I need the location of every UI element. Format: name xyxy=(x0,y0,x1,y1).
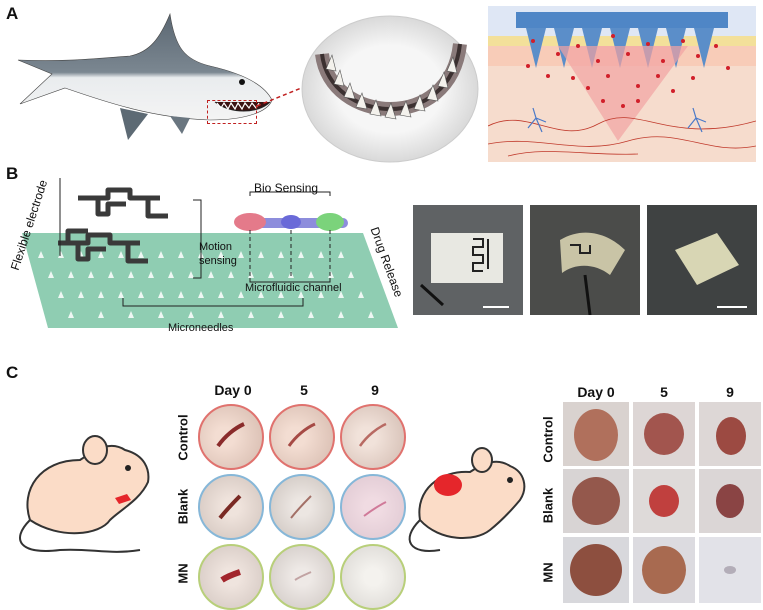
panel-c-label: C xyxy=(6,363,19,382)
panel-b-label: B xyxy=(6,164,19,183)
shark-illustration xyxy=(17,12,273,140)
bio-sensing-label: Bio Sensing xyxy=(254,181,319,195)
back-wound-mn-day9 xyxy=(699,537,761,603)
wound-photo-mn-day0 xyxy=(198,544,264,610)
wound-photo-blank-day9 xyxy=(340,474,406,540)
left-grid-row-mn: MN xyxy=(175,563,191,584)
back-wound-blank-day0 xyxy=(563,469,629,533)
back-wound-blank-day9 xyxy=(699,469,761,533)
right-grid-row-control: Control xyxy=(540,416,556,463)
wound-photo-blank-day0 xyxy=(198,474,264,540)
back-wound-mn-day5 xyxy=(633,537,695,603)
mouse-illustration-back-wound xyxy=(408,447,526,552)
right-grid-day9-header: 9 xyxy=(726,384,734,400)
wound-photo-mn-day5 xyxy=(269,544,335,610)
panel-a-label: A xyxy=(6,4,19,23)
right-grid-day0-header: Day 0 xyxy=(577,384,615,400)
left-grid-day5-header: 5 xyxy=(300,382,308,398)
left-grid-row-blank: Blank xyxy=(175,488,191,525)
shark-teeth-closeup xyxy=(301,15,479,163)
left-grid-day9-header: 9 xyxy=(371,382,379,398)
zoom-connector-line xyxy=(256,83,312,107)
wound-photo-blank-day5 xyxy=(269,474,335,540)
right-grid-row-mn: MN xyxy=(540,562,556,583)
motion-sensing-label: Motion sensing xyxy=(199,241,237,267)
microneedles-label: Microneedles xyxy=(168,322,234,334)
patch-photo-bent xyxy=(530,205,640,315)
mouse-illustration-oral-wound xyxy=(19,435,150,553)
back-wound-control-day5 xyxy=(633,402,695,466)
back-wound-blank-day5 xyxy=(633,469,695,533)
jaw-highlight-box xyxy=(207,100,257,124)
wound-photo-control-day5 xyxy=(269,404,335,470)
back-wound-mn-day0 xyxy=(563,537,629,603)
right-grid-row-blank: Blank xyxy=(540,487,556,524)
microneedle-skin-diagram xyxy=(488,6,756,162)
microneedle-patch-schematic xyxy=(22,178,398,328)
left-grid-row-control: Control xyxy=(175,414,191,461)
left-grid-day0-header: Day 0 xyxy=(214,382,252,398)
right-grid-day5-header: 5 xyxy=(660,384,668,400)
wound-photo-control-day0 xyxy=(198,404,264,470)
microfluidic-channel-label: Microfluidic channel xyxy=(245,282,342,294)
back-wound-control-day9 xyxy=(699,402,761,466)
back-wound-control-day0 xyxy=(563,402,629,466)
patch-photo-flat xyxy=(413,205,523,315)
wound-photo-control-day9 xyxy=(340,404,406,470)
wound-photo-mn-day9 xyxy=(340,544,406,610)
patch-photo-angled xyxy=(647,205,757,315)
